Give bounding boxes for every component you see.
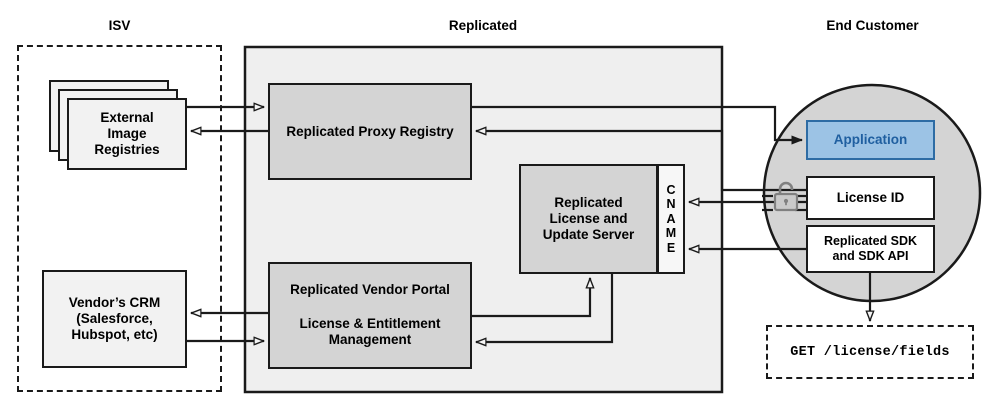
cname-letter-c: C xyxy=(666,182,676,197)
edge-vendor-portal-to-license-server xyxy=(472,278,590,318)
replicated-sdk-line-1: Replicated SDK xyxy=(823,234,918,249)
proxy-registry-label: Replicated Proxy Registry xyxy=(286,123,454,139)
edge-license-server-to-vendor-portal xyxy=(476,274,614,342)
node-cname[interactable]: C N A M E xyxy=(657,164,685,274)
application-label: Application xyxy=(833,132,908,148)
api-call-label: GET /license/fields xyxy=(790,344,950,360)
license-update-server-line-1: Replicated xyxy=(554,195,623,211)
edge-application-to-proxy xyxy=(476,131,806,192)
node-replicated-sdk[interactable]: Replicated SDK and SDK API xyxy=(806,225,935,273)
license-update-server-line-2: License and xyxy=(549,211,628,227)
vendors-crm-line-2: (Salesforce, xyxy=(76,311,153,327)
node-application[interactable]: Application xyxy=(806,120,935,160)
lane-title-replicated: Replicated xyxy=(448,18,518,33)
external-image-registries-line-1: External xyxy=(100,110,154,126)
api-call-box: GET /license/fields xyxy=(766,325,974,379)
vendor-portal-line-2: License & Entitlement xyxy=(299,315,441,331)
node-license-id[interactable]: License ID xyxy=(806,176,935,220)
vendors-crm-line-3: Hubspot, etc) xyxy=(71,326,158,342)
edge-proxy-to-application xyxy=(472,105,802,140)
vendors-crm-line-1: Vendor’s CRM xyxy=(68,295,161,311)
vendor-portal-line-3: Management xyxy=(328,331,412,347)
node-replicated-vendor-portal[interactable]: Replicated Vendor Portal License & Entit… xyxy=(268,262,472,369)
external-image-registries-line-3: Registries xyxy=(94,141,160,157)
node-replicated-proxy-registry[interactable]: Replicated Proxy Registry xyxy=(268,83,472,180)
node-vendors-crm[interactable]: Vendor’s CRM (Salesforce, Hubspot, etc) xyxy=(42,270,187,368)
lane-title-isv: ISV xyxy=(108,18,131,33)
node-external-image-registries[interactable]: External Image Registries xyxy=(67,98,187,170)
cname-letter-m: M xyxy=(665,226,677,241)
unlock-icon xyxy=(773,181,799,212)
external-image-registries-line-2: Image xyxy=(107,126,147,142)
replicated-sdk-line-2: and SDK API xyxy=(832,249,909,263)
license-id-label: License ID xyxy=(836,190,905,206)
cname-letter-e: E xyxy=(666,240,676,255)
isv-boundary xyxy=(17,45,222,392)
vendor-portal-line-1: Replicated Vendor Portal xyxy=(290,282,450,297)
lane-title-end-customer: End Customer xyxy=(826,18,919,33)
cname-letter-n: N xyxy=(666,197,676,212)
license-update-server-line-3: Update Server xyxy=(542,226,635,242)
cname-letter-a: A xyxy=(666,211,676,226)
